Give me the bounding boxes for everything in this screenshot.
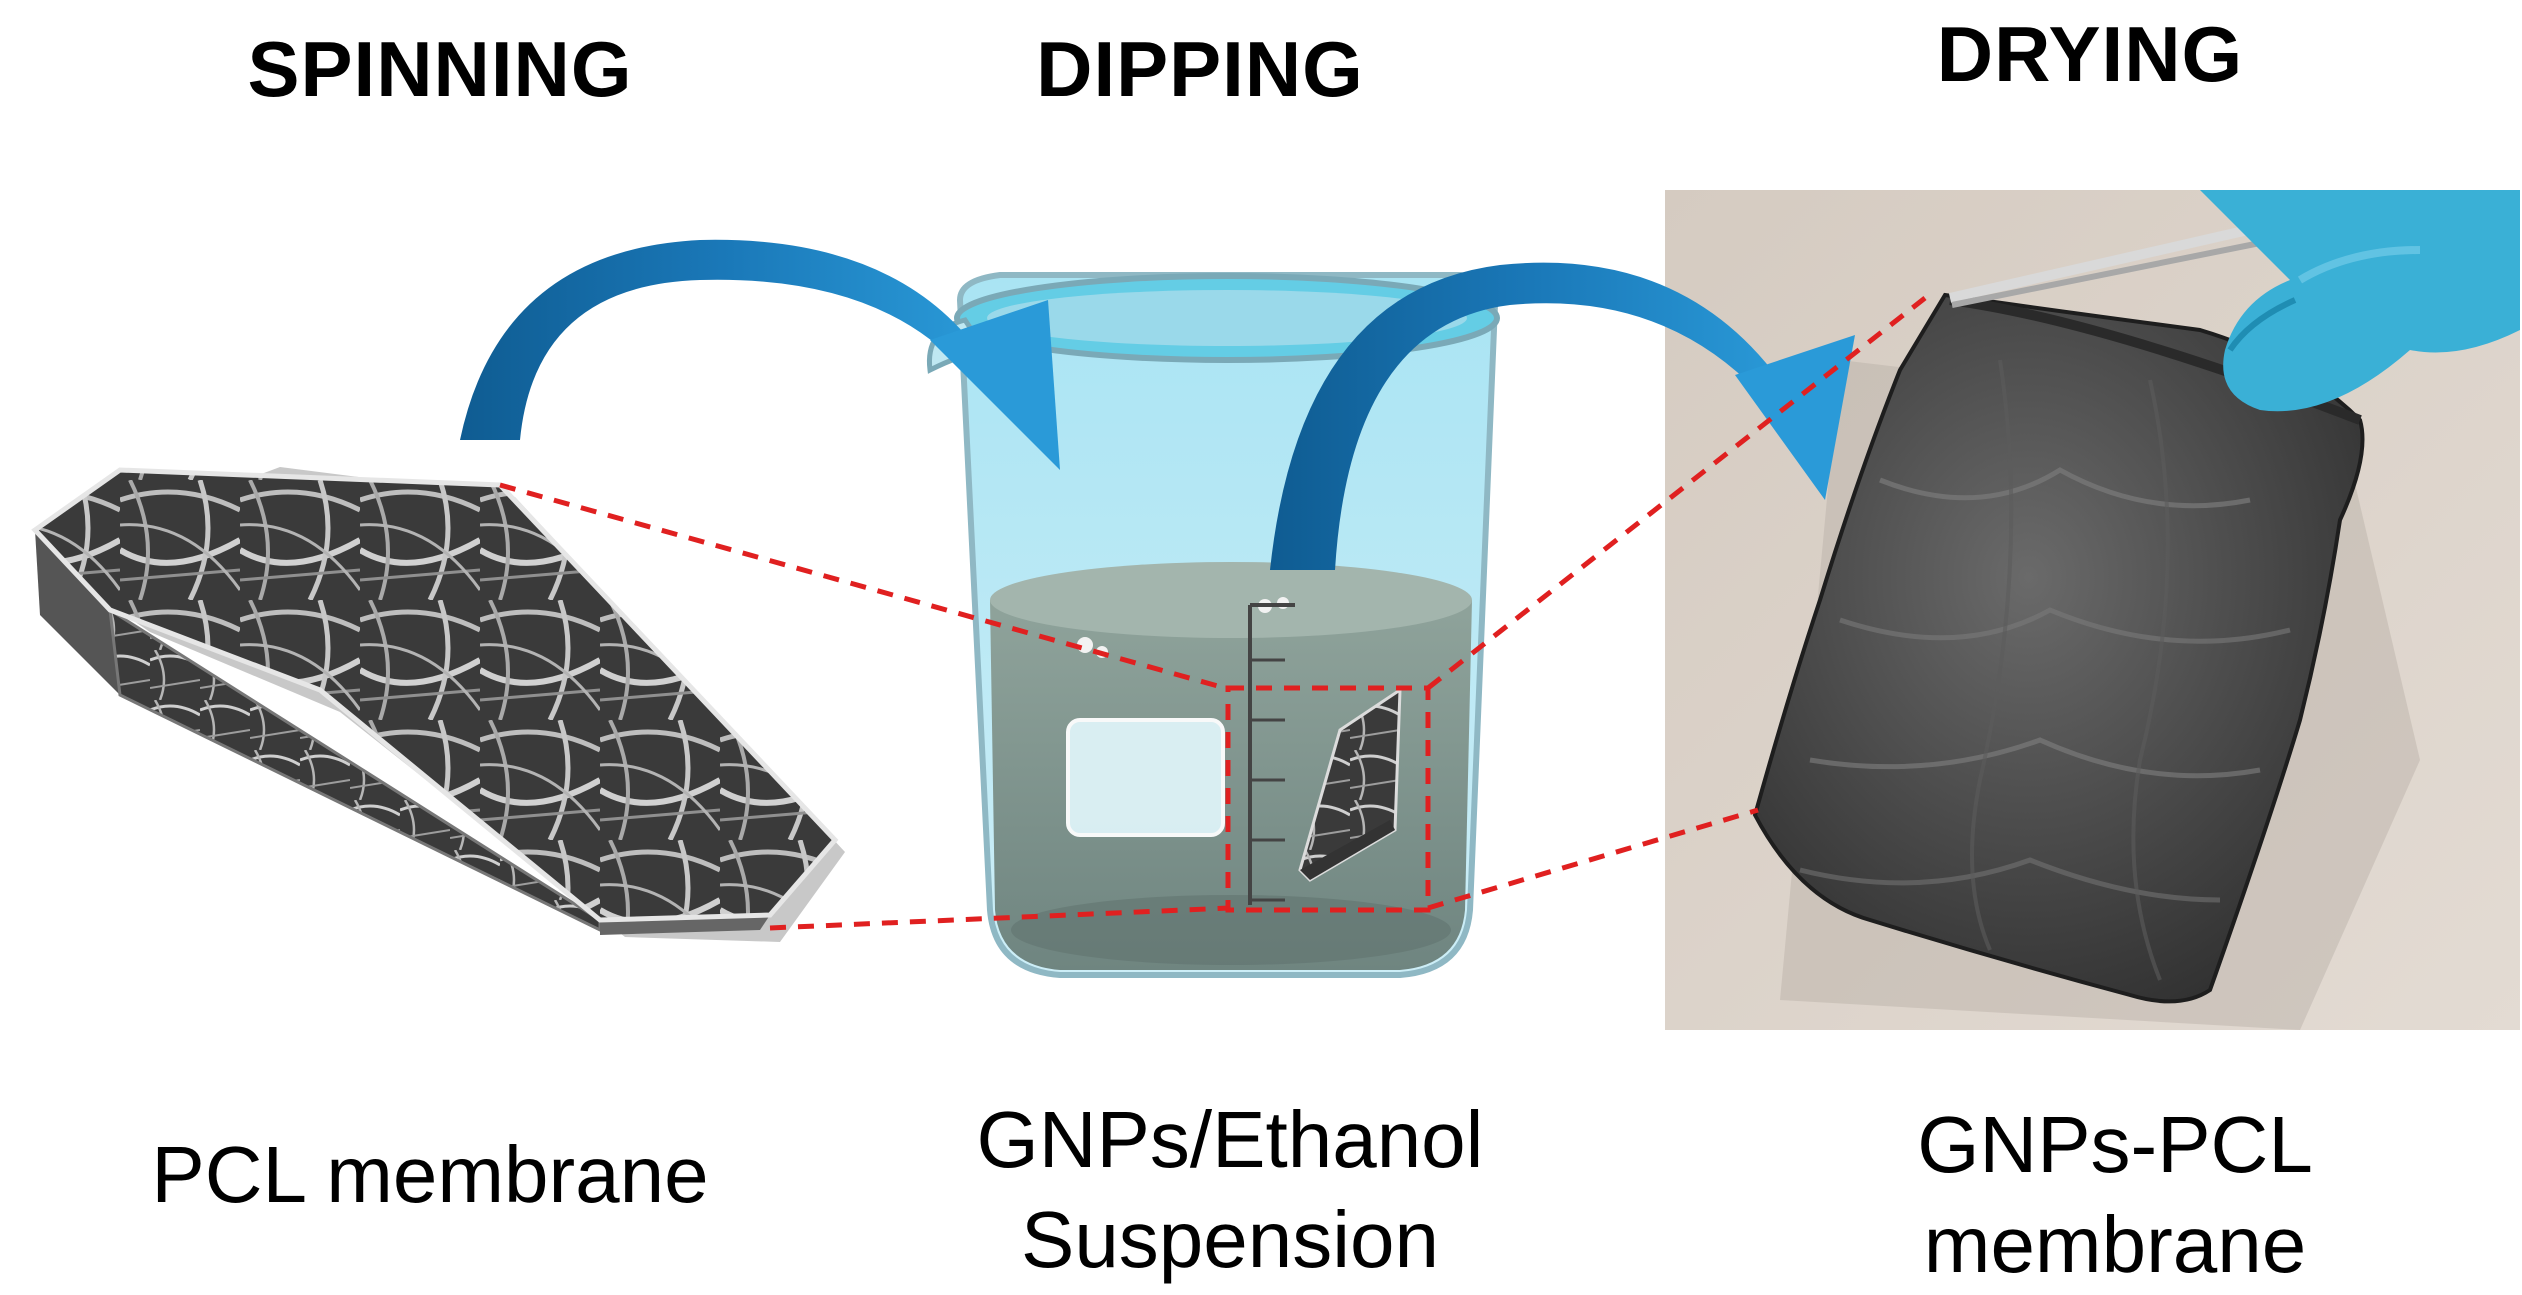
pcl-membrane-caption: PCL membrane (151, 1130, 709, 1219)
membrane-photo (1665, 190, 2520, 1030)
drying-heading: DRYING (1936, 10, 2244, 98)
nanofiber-membrane-icon (31, 467, 845, 942)
spinning-heading: SPINNING (247, 25, 633, 113)
suspension-caption: GNPs/Ethanol Suspension (976, 1095, 1484, 1284)
curved-arrow-icon (460, 239, 1060, 470)
gnps-pcl-membrane-caption: GNPs-PCL membrane (1917, 1100, 2313, 1289)
glove-icon (2200, 190, 2520, 412)
dashed-connectors (499, 296, 1927, 931)
dipping-heading: DIPPING (1036, 25, 1364, 113)
tweezers-icon (1948, 220, 2276, 308)
